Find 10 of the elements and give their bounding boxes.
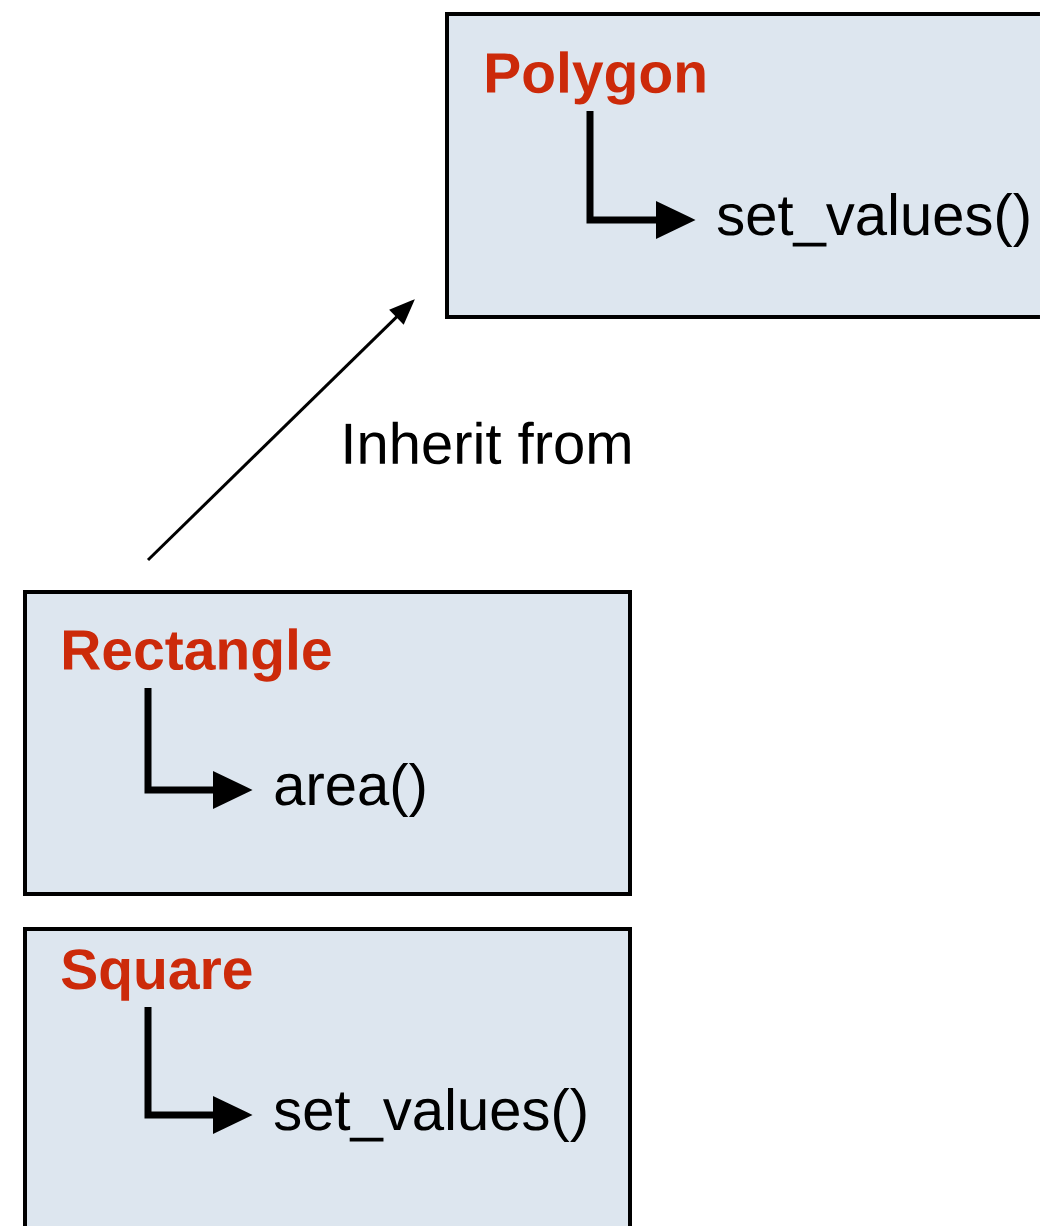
method-label: area() xyxy=(275,763,425,818)
method-label: set_values() xyxy=(717,193,1029,248)
class-name: Rectangle xyxy=(64,628,331,682)
class-name: Polygon xyxy=(487,51,705,105)
method-label: set_values() xyxy=(274,1088,586,1143)
class-box xyxy=(23,590,632,896)
edge-label: Inherit from xyxy=(345,421,630,465)
class-box xyxy=(23,927,632,1226)
class-box xyxy=(445,12,1040,319)
class-name: Square xyxy=(61,949,252,1001)
